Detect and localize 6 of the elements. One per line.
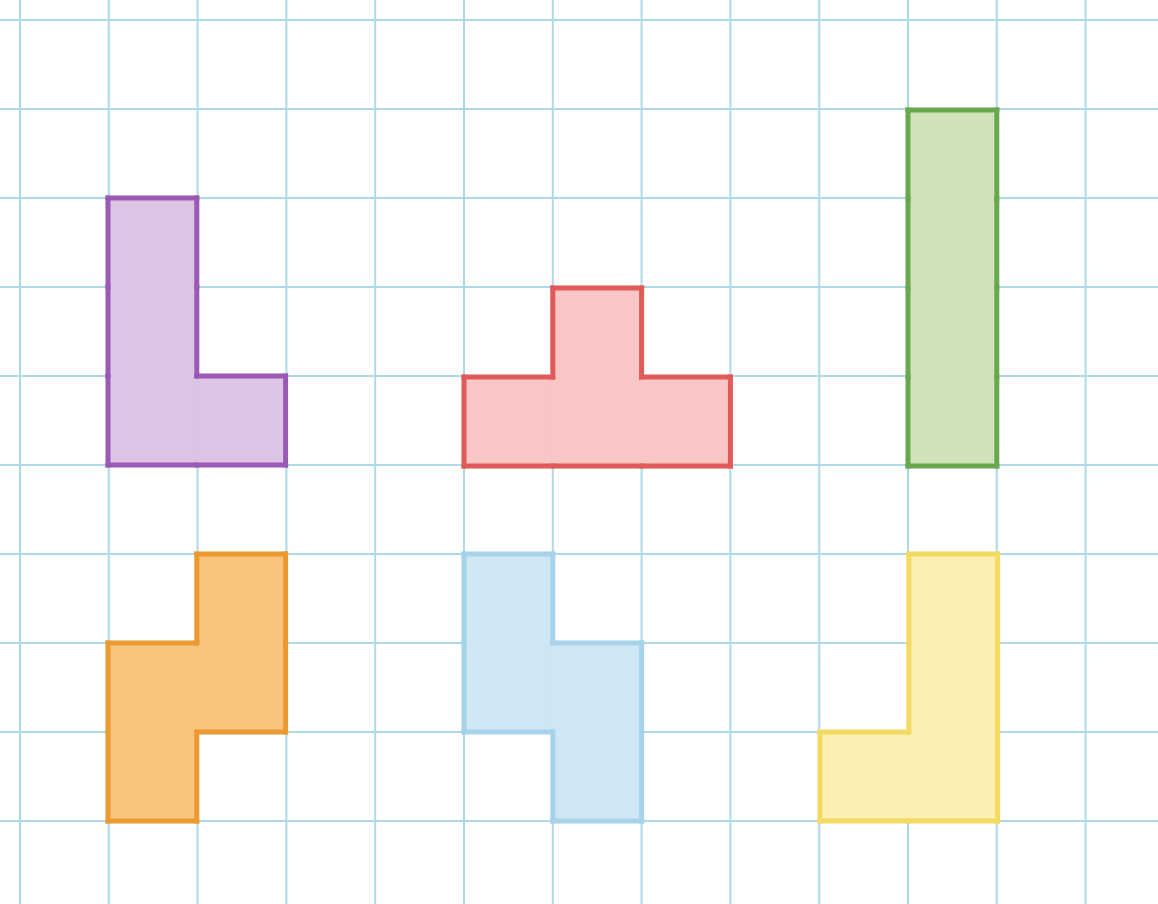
tetromino-shape [108,198,287,465]
tetromino-shape [819,554,997,821]
tetromino-shape [464,287,731,465]
tetromino-shape [908,109,997,465]
tetromino-shape [464,554,642,821]
tetromino-shape [108,554,287,821]
